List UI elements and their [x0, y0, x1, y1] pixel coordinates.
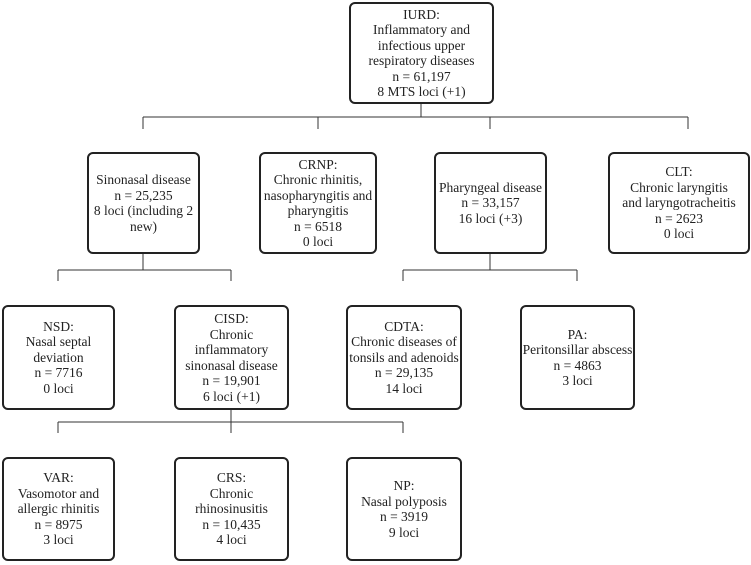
node-text: Chronic diseases of	[351, 334, 457, 350]
node-pa: PA: Peritonsillar abscess n = 4863 3 loc…	[520, 305, 635, 410]
node-text: deviation	[33, 349, 84, 365]
node-text: Chronic	[209, 485, 254, 501]
node-text: Nasal septal	[25, 334, 92, 350]
node-text: 0 loci	[302, 234, 334, 249]
node-text: n = 4863	[553, 357, 602, 373]
node-text: CDTA:	[384, 318, 424, 334]
node-text: and laryngotracheitis	[622, 195, 736, 211]
node-text: VAR:	[43, 470, 74, 486]
node-text: n = 3919	[379, 509, 429, 524]
node-sinonasal-disease: Sinonasal disease n = 25,235 8 loci (inc…	[87, 152, 200, 254]
node-text: pharyngitis	[287, 203, 349, 218]
node-text: n = 6518	[293, 218, 343, 234]
node-text: new)	[130, 218, 157, 234]
node-iurd: IURD: Inflammatory and infectious upper …	[349, 2, 494, 104]
node-text: 0 loci	[43, 380, 74, 396]
node-text: PA:	[567, 326, 588, 342]
node-text: NP:	[393, 478, 415, 493]
node-text: CRS:	[216, 470, 247, 486]
node-text: CRNP:	[298, 156, 338, 172]
node-text: 9 loci	[388, 524, 420, 540]
node-text: Chronic	[209, 326, 254, 342]
node-text: NSD:	[43, 318, 74, 334]
node-text: n = 29,135	[374, 365, 434, 381]
node-cisd: CISD: Chronic inflammatory sinonasal dis…	[174, 305, 289, 410]
node-text: infectious upper	[377, 37, 466, 53]
node-text: n = 61,197	[392, 68, 451, 84]
node-text: CISD:	[214, 311, 249, 326]
node-text: 0 loci	[663, 226, 695, 242]
node-text: 3 loci	[562, 373, 593, 388]
node-text: Sinonasal disease	[96, 172, 191, 187]
node-text: Vasomotor and	[17, 485, 100, 501]
node-text: n = 7716	[34, 365, 83, 381]
node-text: Nasal polyposis	[361, 493, 447, 509]
node-text: allergic rhinitis	[17, 501, 100, 517]
node-text: tonsils and adenoids	[349, 349, 459, 365]
node-text: Chronic laryngitis	[630, 179, 728, 195]
node-clt: CLT: Chronic laryngitis and laryngotrach…	[608, 152, 750, 254]
node-text: n = 19,901	[202, 373, 261, 388]
node-text: n = 25,235	[114, 187, 173, 203]
node-var: VAR: Vasomotor and allergic rhinitis n =…	[2, 457, 115, 561]
node-text: 3 loci	[43, 532, 74, 548]
node-text: n = 33,157	[461, 195, 520, 211]
node-text: IURD:	[403, 6, 440, 22]
node-text: n = 8975	[34, 516, 83, 532]
node-text: 16 loci (+3)	[458, 210, 523, 226]
node-text: Peritonsillar abscess	[522, 342, 633, 357]
node-text: Inflammatory and	[372, 22, 471, 37]
node-text: 6 loci (+1)	[202, 388, 261, 404]
node-text: inflammatory	[194, 342, 269, 357]
node-text: 14 loci	[385, 380, 423, 396]
node-text: respiratory diseases	[368, 53, 475, 68]
node-text: Pharyngeal disease	[438, 179, 543, 195]
node-text: rhinosinusitis	[195, 501, 268, 517]
node-text: nasopharyngitis and	[263, 187, 373, 203]
node-crs: CRS: Chronic rhinosinusitis n = 10,435 4…	[174, 457, 289, 561]
node-pharyngeal-disease: Pharyngeal disease n = 33,157 16 loci (+…	[434, 152, 547, 254]
node-nsd: NSD: Nasal septal deviation n = 7716 0 l…	[2, 305, 115, 410]
node-text: sinonasal disease	[185, 357, 278, 373]
node-crnp: CRNP: Chronic rhinitis, nasopharyngitis …	[259, 152, 377, 254]
node-np: NP: Nasal polyposis n = 3919 9 loci	[346, 457, 462, 561]
node-text: 8 loci (including 2	[93, 203, 194, 218]
node-cdta: CDTA: Chronic diseases of tonsils and ad…	[346, 305, 462, 410]
node-text: n = 2623	[654, 210, 704, 226]
node-text: 4 loci	[216, 532, 247, 548]
node-text: CLT:	[665, 164, 693, 180]
node-text: 8 MTS loci (+1)	[377, 84, 466, 99]
node-text: n = 10,435	[202, 516, 261, 532]
node-text: Chronic rhinitis,	[273, 172, 363, 187]
